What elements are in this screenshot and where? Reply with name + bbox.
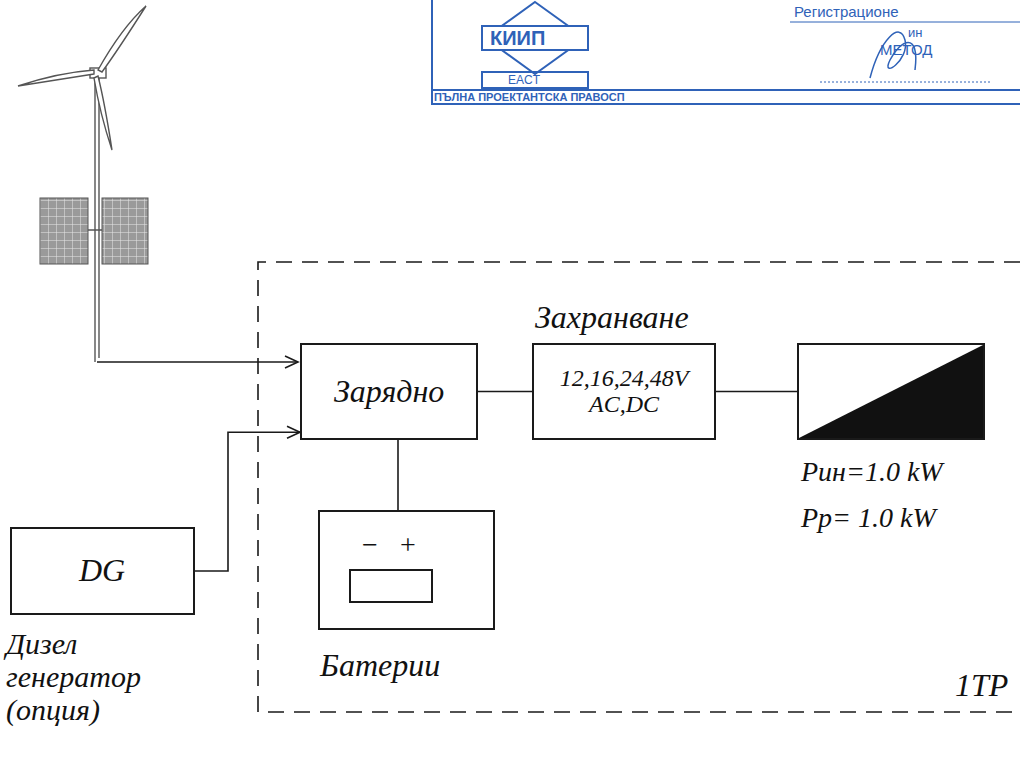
stamp-text: EACT	[508, 74, 540, 86]
supply-region: Захранване 1TP Зарядно 12,16,24,48V AC,DC Pи…	[258, 262, 1020, 712]
node-text: DG	[79, 553, 125, 588]
charger-box: Зарядно	[300, 343, 478, 440]
connector	[397, 440, 399, 510]
node-text: Pин=1.0 kW	[801, 457, 943, 488]
node-text: Батерии	[320, 648, 440, 683]
connector	[195, 432, 300, 571]
stamp-text: МЕТОД	[880, 42, 933, 57]
terminal-sign: −	[362, 530, 378, 561]
node-text: Дизел генератор (опция)	[6, 627, 206, 726]
stamp-text: ПЪЛНА ПРОЕКТАНТСКА ПРАВОСП	[434, 92, 625, 103]
region-outline	[258, 262, 1020, 712]
inverter-symbol	[799, 345, 983, 438]
generator-box: DGДизел генератор (опция)	[10, 527, 195, 615]
connector	[716, 391, 797, 393]
solar-panel	[40, 198, 148, 264]
node-text: Зарядно	[334, 374, 444, 409]
feed-line	[97, 361, 298, 363]
stamp-text: Регистрационе	[794, 4, 899, 19]
node-text: 1TP	[955, 668, 1008, 703]
stamp-logo: КИИП	[490, 28, 545, 48]
terminal-sign: +	[400, 530, 416, 561]
voltage-box: 12,16,24,48V AC,DC	[532, 343, 716, 440]
stamp-text: ин	[908, 26, 922, 39]
node-text: Pр= 1.0 kW	[801, 503, 936, 534]
node-text: Захранване	[535, 300, 689, 335]
battery-box: −+Батерии	[318, 510, 495, 630]
wind-turbine	[18, 6, 146, 362]
node-text: 12,16,24,48V AC,DC	[540, 365, 708, 418]
inverter-box: Pин=1.0 kWPр= 1.0 kW	[797, 343, 985, 440]
connector	[478, 391, 532, 393]
stamp	[432, 0, 1020, 104]
